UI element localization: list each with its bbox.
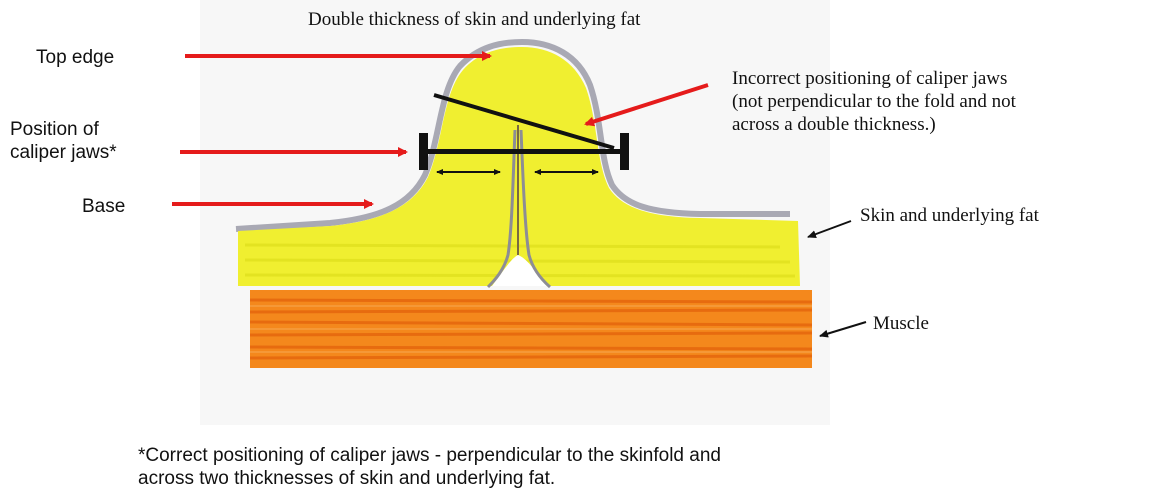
label-caliper-position: Position of caliper jaws* [10,118,117,164]
muscle-layer [250,290,812,368]
label-muscle: Muscle [873,312,929,335]
footnote: *Correct positioning of caliper jaws - p… [138,444,721,490]
diagram-title: Double thickness of skin and underlying … [308,8,640,31]
label-base: Base [82,195,125,218]
label-incorrect-positioning: Incorrect positioning of caliper jaws (n… [732,67,1016,137]
label-skin-fat: Skin and underlying fat [860,204,1039,227]
label-top-edge: Top edge [36,46,114,69]
